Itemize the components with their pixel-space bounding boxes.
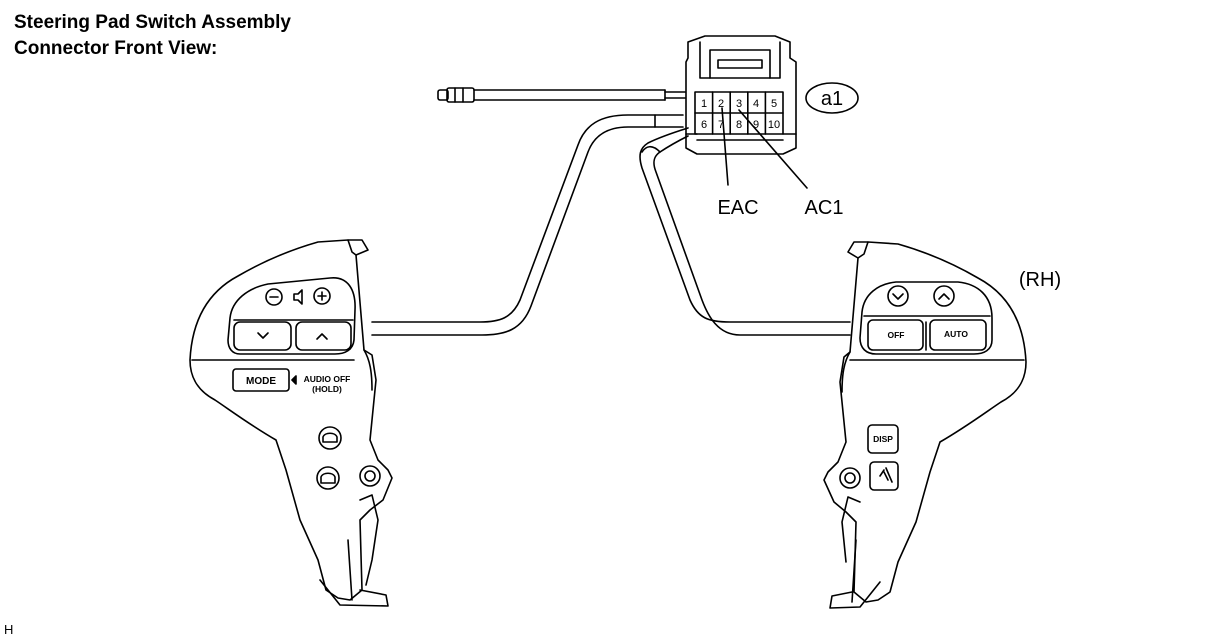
title-line-2: Connector Front View: <box>14 38 218 59</box>
connector-pins: 1 2 3 4 5 6 7 8 9 10 <box>701 98 780 131</box>
pin-7: 7 <box>718 119 724 131</box>
disp-button-label: DISP <box>873 434 893 444</box>
left-harness <box>371 114 684 336</box>
off-button-label: OFF <box>888 330 905 340</box>
eac-label: EAC <box>717 197 758 219</box>
right-harness <box>639 127 851 336</box>
pin-2: 2 <box>718 98 724 110</box>
left-steering-switch <box>189 239 393 607</box>
pin-1: 1 <box>701 98 707 110</box>
ac1-leader <box>738 109 808 189</box>
eac-leader <box>721 107 729 186</box>
audio-off-label: AUDIO OFF <box>304 374 351 384</box>
a1-oval <box>805 82 859 114</box>
pin-9: 9 <box>753 119 759 131</box>
ac1-label: AC1 <box>805 197 844 219</box>
right-steering-switch <box>823 241 1027 609</box>
audio-off-hold-label: (HOLD) <box>312 384 342 394</box>
title-line-1: Steering Pad Switch Assembly <box>14 12 291 33</box>
pin-3: 3 <box>736 98 742 110</box>
mode-button-label: MODE <box>246 376 276 387</box>
pin-8: 8 <box>736 119 742 131</box>
pin-10: 10 <box>768 119 780 131</box>
pin-5: 5 <box>771 98 777 110</box>
plug-cable <box>437 87 686 103</box>
pin-4: 4 <box>753 98 759 110</box>
diagram-title: Steering Pad Switch Assembly Connector F… <box>14 10 291 62</box>
auto-button-label: AUTO <box>944 329 968 339</box>
rh-label: (RH) <box>1019 269 1061 291</box>
connector-id-label: a1 <box>821 88 843 110</box>
connector-a1 <box>685 35 797 155</box>
pin-6: 6 <box>701 119 707 131</box>
footer-code: H <box>4 622 14 637</box>
